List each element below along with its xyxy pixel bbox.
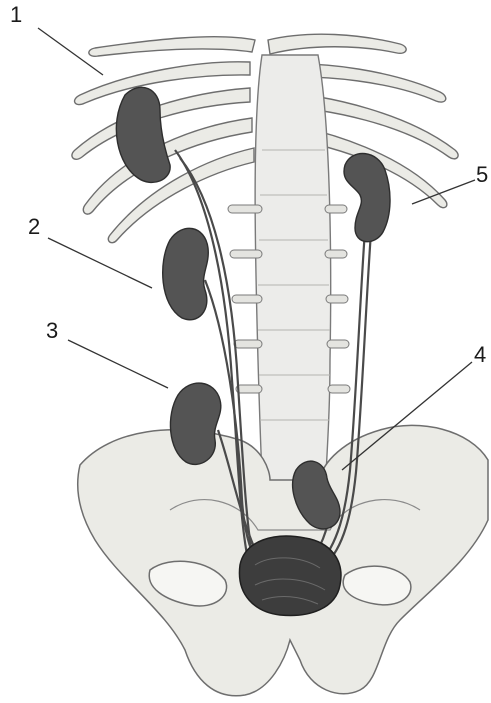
callout-5: 5	[476, 162, 488, 187]
callout-3: 3	[46, 318, 58, 343]
callout-2: 2	[28, 214, 40, 239]
rib-right-1	[268, 34, 406, 54]
kidney-middle-left	[163, 228, 209, 319]
kidney-normal	[344, 154, 390, 242]
callout-1: 1	[10, 2, 22, 27]
bladder	[239, 536, 340, 615]
bladder-body	[239, 536, 340, 615]
kidney-low-left	[170, 383, 220, 464]
leader-line-2	[48, 238, 152, 288]
rib-left-1	[89, 37, 255, 57]
leader-line-3	[68, 340, 168, 388]
callout-4: 4	[474, 342, 486, 367]
